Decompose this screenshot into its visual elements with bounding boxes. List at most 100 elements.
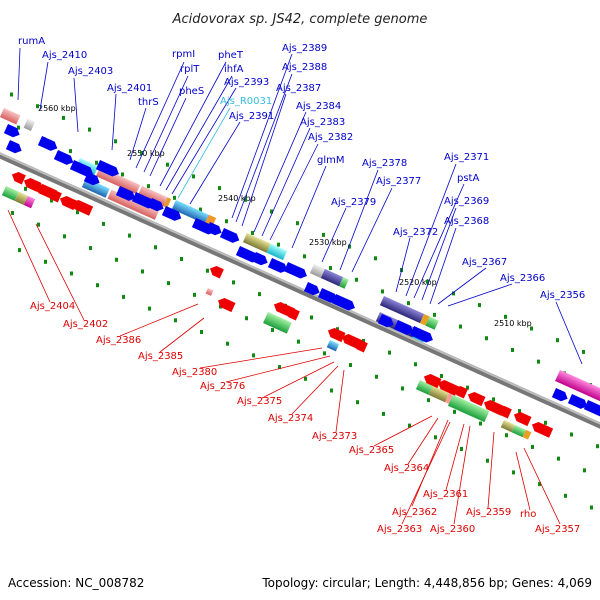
forward-arrow bbox=[283, 262, 307, 279]
tick-mark bbox=[200, 330, 203, 334]
tick-mark bbox=[453, 409, 456, 414]
reverse-arrow bbox=[353, 340, 368, 353]
gene-block bbox=[425, 316, 439, 330]
reverse-gene-labels: Ajs_2404 Ajs_2402 Ajs_2386 Ajs_2385 Ajs_… bbox=[30, 301, 580, 535]
tick-mark bbox=[356, 400, 359, 405]
tick-mark bbox=[89, 246, 92, 251]
tick-mark bbox=[518, 409, 521, 414]
forward-arrow-shape bbox=[377, 314, 394, 328]
gene-block bbox=[326, 340, 340, 352]
tick-mark bbox=[122, 294, 125, 299]
tick-mark bbox=[322, 232, 325, 237]
tick-mark bbox=[70, 271, 73, 276]
reverse-gene-blocks bbox=[1, 186, 532, 440]
reverse-arrow-shape bbox=[71, 200, 94, 216]
gene-label: Ajs_2402 bbox=[63, 319, 108, 330]
gene-label: Ajs_2404 bbox=[30, 301, 75, 312]
leader-line bbox=[261, 127, 311, 237]
forward-arrow-shape bbox=[205, 222, 222, 236]
gene-label: ihfA bbox=[224, 64, 244, 75]
tick-mark bbox=[478, 303, 481, 308]
genome-backbone-highlight bbox=[0, 152, 600, 425]
gene-label: Ajs_2362 bbox=[392, 507, 437, 518]
tick-mark bbox=[278, 365, 281, 370]
reverse-arrow-shape bbox=[285, 308, 300, 321]
forward-arrow-shape bbox=[283, 262, 307, 279]
leader-line bbox=[199, 347, 323, 369]
forward-arrow bbox=[251, 252, 268, 266]
topology-summary: Topology: circular; Length: 4,448,856 bp… bbox=[261, 576, 592, 590]
gene-label: Ajs_2357 bbox=[535, 524, 580, 535]
tick-mark bbox=[140, 151, 143, 155]
gene-block bbox=[205, 288, 214, 296]
tick-mark bbox=[348, 244, 351, 249]
reverse-arrow-shape bbox=[437, 380, 460, 396]
gene-label: Ajs_2385 bbox=[138, 351, 183, 362]
gene-block bbox=[0, 108, 21, 125]
forward-arrow bbox=[69, 160, 93, 177]
tick-mark bbox=[245, 316, 248, 321]
gene-block bbox=[171, 200, 209, 224]
forward-arrow bbox=[551, 388, 568, 402]
gene-label: Ajs_2364 bbox=[384, 463, 429, 474]
forward-arrow-shape bbox=[5, 140, 22, 154]
genome-backbone bbox=[0, 152, 600, 429]
forward-arrow-shape bbox=[567, 394, 588, 409]
forward-arrow bbox=[115, 186, 136, 201]
tick-mark bbox=[538, 482, 541, 487]
tick-mark bbox=[96, 283, 99, 288]
tick-mark bbox=[50, 198, 53, 203]
forward-arrow-shape bbox=[583, 400, 600, 417]
forward-arrow-shape bbox=[303, 282, 320, 296]
reverse-arrow bbox=[513, 412, 532, 427]
tick-mark bbox=[115, 257, 118, 262]
leader-line bbox=[149, 97, 187, 177]
gene-label: Ajs_2386 bbox=[96, 335, 141, 346]
reverse-arrow-shape bbox=[513, 412, 532, 427]
tick-mark bbox=[225, 219, 228, 224]
forward-arrow bbox=[3, 124, 20, 138]
forward-arrow bbox=[147, 198, 164, 212]
leader-line bbox=[429, 227, 457, 305]
leader-line bbox=[253, 111, 307, 233]
accession-text: Accession: NC_008782 bbox=[8, 576, 144, 590]
position-ticks bbox=[10, 92, 599, 510]
scale-label-2530: 2530 kbp bbox=[309, 238, 347, 247]
gene-block bbox=[447, 394, 490, 423]
tick-mark bbox=[192, 174, 195, 179]
tick-mark bbox=[582, 349, 585, 354]
forward-arrow-shape bbox=[95, 160, 119, 177]
tick-mark bbox=[63, 234, 66, 239]
tick-mark bbox=[583, 468, 586, 473]
tick-mark bbox=[121, 172, 124, 177]
scale-label-2510: 2510 kbp bbox=[494, 319, 532, 328]
forward-arrow-shape bbox=[331, 294, 355, 311]
tick-mark bbox=[17, 125, 20, 130]
gene-label: thrS bbox=[138, 97, 159, 108]
tick-mark bbox=[102, 221, 105, 226]
forward-arrow bbox=[83, 172, 100, 186]
gene-label: Ajs_2365 bbox=[349, 445, 394, 456]
gene-block bbox=[137, 185, 168, 207]
leader-line bbox=[135, 61, 185, 169]
gene-label: pheS bbox=[179, 86, 204, 97]
gene-label: Ajs_2368 bbox=[444, 216, 489, 227]
gene-label: Ajs_2388 bbox=[282, 62, 327, 73]
gene-block bbox=[500, 420, 515, 433]
gene-label: Ajs_2389 bbox=[282, 43, 327, 54]
gene-block bbox=[242, 233, 271, 253]
tick-mark bbox=[505, 433, 508, 438]
gene-block bbox=[266, 243, 288, 261]
forward-arrow-shape bbox=[83, 172, 100, 186]
reverse-arrow-shape bbox=[467, 392, 486, 407]
reverse-arrow bbox=[423, 374, 442, 389]
tick-mark bbox=[401, 386, 404, 391]
gene-block bbox=[445, 393, 453, 404]
forward-arrow bbox=[393, 320, 414, 335]
forward-arrow-shape bbox=[147, 198, 164, 212]
reverse-arrow bbox=[327, 328, 346, 343]
leader-line bbox=[241, 93, 287, 227]
gene-label: Ajs_2369 bbox=[444, 196, 489, 207]
gene-label: rpmI bbox=[172, 49, 195, 60]
reverse-arrow-shape bbox=[531, 422, 554, 438]
